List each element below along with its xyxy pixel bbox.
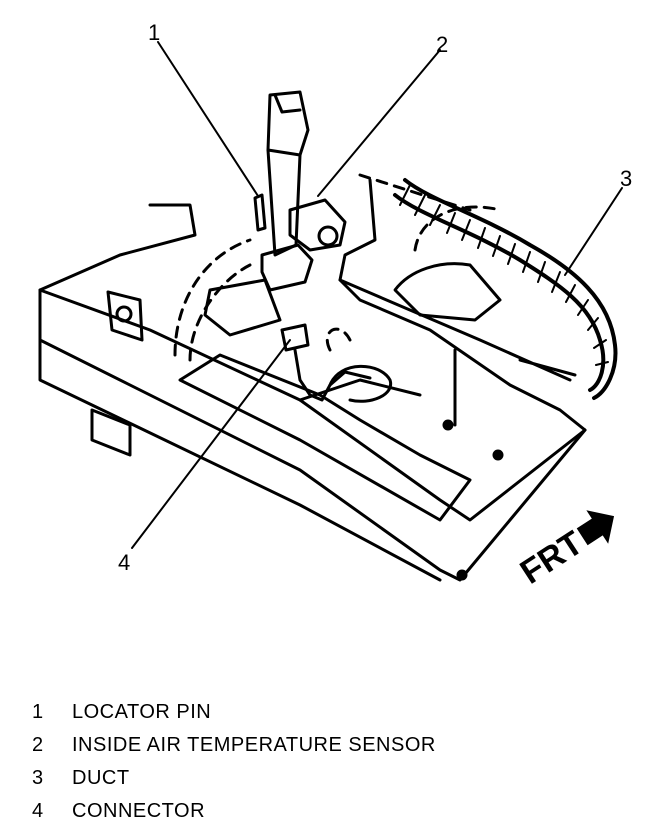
leader-line-4 xyxy=(131,339,291,549)
leader-line-3 xyxy=(564,187,623,276)
callout-legend: 1 LOCATOR PIN 2 INSIDE AIR TEMPERATURE S… xyxy=(32,696,436,828)
leader-line-2 xyxy=(317,49,441,197)
legend-number: 3 xyxy=(32,767,44,789)
panel-hole xyxy=(442,419,454,431)
panel-hole xyxy=(492,449,504,461)
mounting-plate xyxy=(203,278,282,337)
exploded-view-illustration: 1 2 3 4 FRT xyxy=(38,20,632,592)
legend-label: LOCATOR PIN xyxy=(72,701,212,723)
legend-label: CONNECTOR xyxy=(72,800,206,822)
duct-clamp xyxy=(393,262,502,322)
callout-number-2: 2 xyxy=(436,32,448,57)
locator-pin xyxy=(253,193,267,232)
legend-number: 4 xyxy=(32,800,44,822)
legend-label: DUCT xyxy=(72,767,130,789)
dashed-routing xyxy=(173,238,352,362)
connector-wire xyxy=(293,348,372,402)
legend-item: 1 LOCATOR PIN xyxy=(32,696,436,729)
legend-label: INSIDE AIR TEMPERATURE SENSOR xyxy=(72,734,436,756)
sensor-port xyxy=(317,225,339,247)
sensor-inlet xyxy=(266,93,302,157)
front-direction-marker: FRT xyxy=(514,510,615,592)
callout-number-4: 4 xyxy=(118,550,130,575)
trim-slot xyxy=(90,408,132,457)
legend-item: 3 DUCT xyxy=(32,762,436,795)
callout-number-3: 3 xyxy=(620,166,632,191)
panel-front-face xyxy=(38,288,587,582)
legend-number: 1 xyxy=(32,701,44,723)
panel-inner-well xyxy=(178,353,472,522)
panel-surface-lines xyxy=(298,278,577,427)
wire-loop xyxy=(328,364,393,403)
panel-outline xyxy=(38,178,587,582)
legend-number: 2 xyxy=(32,734,44,756)
front-direction-label: FRT xyxy=(514,524,590,592)
sensor-connector-block xyxy=(260,243,314,292)
duct-ribs xyxy=(399,184,609,366)
bracket xyxy=(106,290,144,342)
legend-item: 2 INSIDE AIR TEMPERATURE SENSOR xyxy=(32,729,436,762)
legend-item: 4 CONNECTOR xyxy=(32,795,436,828)
sensor-body xyxy=(288,198,347,252)
leader-line-1 xyxy=(157,41,259,197)
bracket-bolt xyxy=(115,305,133,323)
callout-number-1: 1 xyxy=(148,20,160,45)
arrow-icon xyxy=(576,510,615,546)
sensor-housing xyxy=(266,90,310,257)
panel-hole xyxy=(456,569,468,581)
dashed-duct-path xyxy=(358,173,502,252)
connector-body xyxy=(280,323,310,352)
